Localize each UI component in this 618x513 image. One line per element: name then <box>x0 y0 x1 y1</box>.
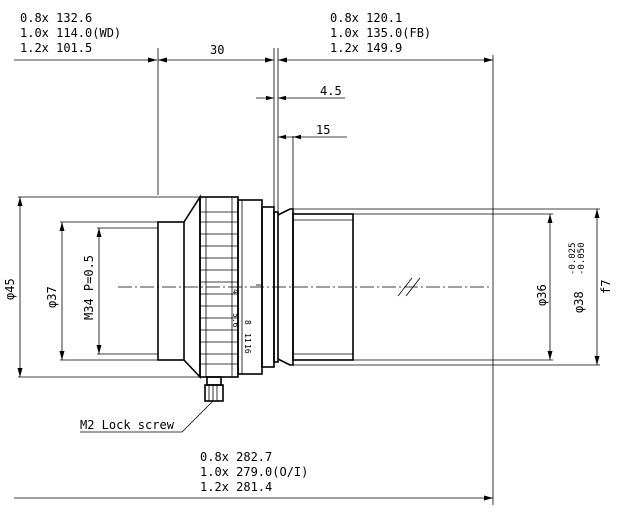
dim-4-5-arrow-left <box>266 95 274 101</box>
dim-15-arrow-left <box>278 134 286 140</box>
focus-ring-knurl <box>200 197 238 377</box>
break-mark-1 <box>397 277 413 297</box>
lock-screw-head <box>204 384 224 402</box>
fb-arrowhead-right <box>484 57 493 63</box>
wd-label-line-3: 1.2x 101.5 <box>20 41 92 55</box>
phi38-tol-upper: -0.025 <box>568 242 578 275</box>
fb-label-line-3: 1.2x 149.9 <box>330 41 402 55</box>
fstop-label: f7 <box>599 280 613 294</box>
dim-30-label: 30 <box>210 43 224 57</box>
phi37-label: φ37 <box>45 286 59 308</box>
phi45-label: φ45 <box>3 278 17 300</box>
scale-8: 8 <box>243 320 252 325</box>
wd-label-line-2: 1.0x 114.0(WD) <box>20 26 121 40</box>
phi38-label: φ38 <box>572 291 586 313</box>
lock-screw-leader <box>181 400 214 433</box>
fb-arrowhead-left <box>278 57 287 63</box>
fb-label-line-2: 1.0x 135.0(FB) <box>330 26 431 40</box>
lens-front-barrel <box>157 221 185 361</box>
dim-15-arrow-right <box>293 134 301 140</box>
break-mark-2 <box>405 277 421 297</box>
thread-label: M34 P=0.5 <box>82 255 96 320</box>
wd-arrowhead <box>148 57 157 63</box>
aperture-scale: 4 5.6 8 11 16 <box>231 289 252 354</box>
fb-label-line-1: 0.8x 120.1 <box>330 11 402 25</box>
oi-label-line-3: 1.2x 281.4 <box>200 480 272 494</box>
scale-16: 16 <box>243 344 252 354</box>
wd-label-line-1: 0.8x 132.6 <box>20 11 92 25</box>
dim-4-5-arrow-right <box>278 95 286 101</box>
dim-30-arrow-right <box>265 57 274 63</box>
scale-11: 11 <box>243 333 252 343</box>
mount-shoulder <box>273 211 279 363</box>
oi-label-line-1: 0.8x 282.7 <box>200 450 272 464</box>
dim-15-label: 15 <box>316 123 330 137</box>
dim-4-5-label: 4.5 <box>320 84 342 98</box>
oi-arrowhead <box>484 495 493 501</box>
lock-screw-label: M2 Lock screw <box>80 418 175 432</box>
dim-30-arrow-left <box>158 57 167 63</box>
oi-label-line-2: 1.0x 279.0(O/I) <box>200 465 308 479</box>
lock-screw-neck <box>206 376 222 386</box>
scale-4: 4 <box>231 289 240 294</box>
phi36-label: φ36 <box>535 284 549 306</box>
phi38-tol-lower: -0.050 <box>577 242 587 275</box>
rear-barrel <box>292 213 354 361</box>
scale-5-6: 5.6 <box>231 313 240 328</box>
